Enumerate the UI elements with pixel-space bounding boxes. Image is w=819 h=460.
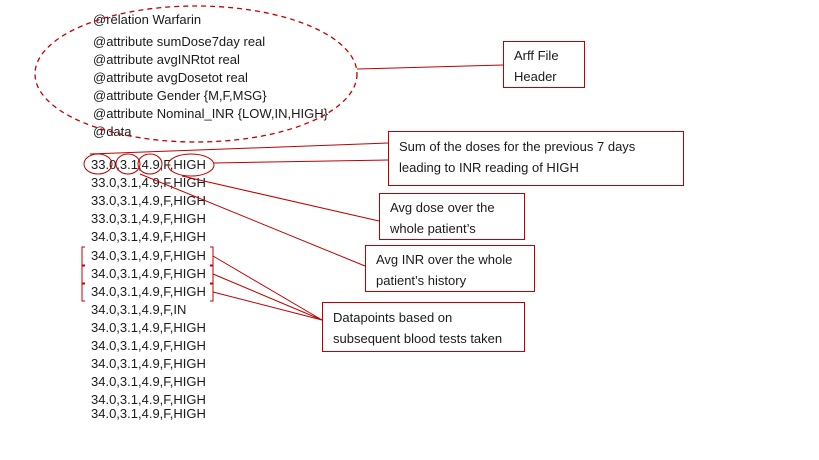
data-row: 34.0,3.1,4.9,F,IN [91,302,187,317]
data-row: 34.0,3.1,4.9,F,HIGH [91,320,206,335]
callout-datapoints: Datapoints based on subsequent blood tes… [322,302,525,352]
callout-line: Header [514,69,557,84]
avg-inr-ellipse [115,153,141,175]
avg-inr-connector-line [139,173,366,267]
sum-dose-ellipse [83,153,113,175]
callout-arff-file-header: Arff File Header [503,41,585,88]
datapoint-connector-line [212,255,323,321]
data-row: 34.0,3.1,4.9,F,HIGH [91,374,206,389]
sum-connector-line [89,142,389,155]
callout-line: patient’s history [376,273,467,288]
data-row: 33.0,3.1,4.9,F,HIGH [91,157,206,172]
avg-dose-connector-line [181,175,380,222]
data-row: 34.0,3.1,4.9,F,HIGH [91,338,206,353]
datapoint-bracket [81,265,214,284]
header-attribute-line: @attribute sumDose7day real [93,34,266,49]
callout-line: Arff File [514,48,559,63]
data-row: 33.0,3.1,4.9,F,HIGH [91,211,206,226]
inr-label-ellipse [167,153,215,177]
callout-line: Datapoints based on [333,310,453,325]
sum-connector-line [213,159,389,164]
callout-line: whole patient’s [390,221,476,236]
callout-line: Avg dose over the [390,200,495,215]
callout-avg-inr: Avg INR over the whole patient’s history [365,245,535,292]
header-attribute-line: @attribute avgINRtot real [93,52,240,67]
data-row: 34.0,3.1,4.9,F,HIGH [91,284,206,299]
header-attribute-line: @attribute Gender {M,F,MSG} [93,88,267,103]
datapoint-bracket [81,246,214,266]
header-relation-line: @relation Warfarin [93,12,202,27]
callout-line: Avg INR over the whole [376,252,513,267]
data-row: 33.0,3.1,4.9,F,HIGH [91,175,206,190]
data-row: 34.0,3.1,4.9,F,HIGH [91,392,206,407]
callout-line: leading to INR reading of HIGH [399,160,579,175]
callout-line: Sum of the doses for the previous 7 days [399,139,636,154]
header-attribute-line: @attribute avgDosetot real [93,70,248,85]
datapoint-bracket [81,283,214,302]
callout-sum-of-doses: Sum of the doses for the previous 7 days… [388,131,684,186]
avg-dose-ellipse [137,153,163,175]
datapoint-connector-line [212,273,323,321]
header-attribute-line: @attribute Nominal_INR {LOW,IN,HIGH} [93,106,328,121]
callout-line: subsequent blood tests taken [333,331,503,346]
data-row: 34.0,3.1,4.9,F,HIGH [91,248,206,263]
header-connector-line [356,64,504,70]
data-row: 34.0,3.1,4.9,F,HIGH [91,356,206,371]
data-row: 34.0,3.1,4.9,F,HIGH [91,266,206,281]
data-row: 34.0,3.1,4.9,F,HIGH [91,229,206,244]
header-dashed-ellipse [34,5,358,143]
datapoint-connector-line [212,291,323,321]
data-row: 33.0,3.1,4.9,F,HIGH [91,193,206,208]
callout-avg-dose: Avg dose over the whole patient’s [379,193,525,240]
